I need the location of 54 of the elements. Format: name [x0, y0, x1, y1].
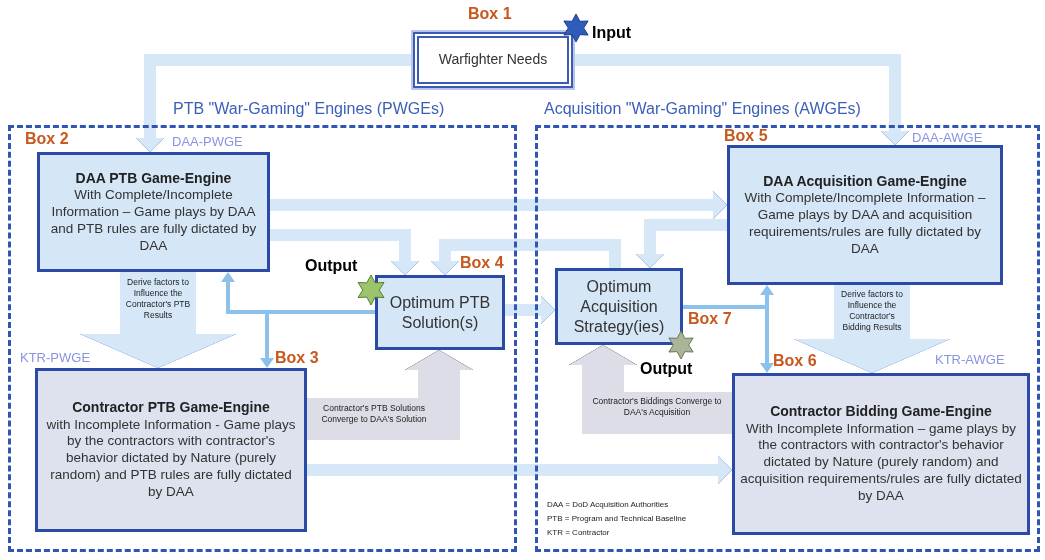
arrow	[683, 305, 774, 373]
box-text: With Complete/Incomplete Information – Game plays by DAA and acquisition requirements/rules are fully dictated by DAA	[743, 190, 987, 258]
group-heading: Acquisition "War-Gaming" Engines (AWGEs)	[544, 100, 861, 118]
block-arrow	[270, 229, 419, 275]
box-title: Contractor Bidding Game-Engine	[769, 403, 993, 421]
box-text: Optimum PTB Solution(s)	[388, 292, 492, 333]
arrow	[260, 310, 375, 368]
abbreviation-note: PTB = Program and Technical Baseline	[547, 514, 687, 523]
block-arrow	[270, 191, 727, 219]
block-arrow	[136, 54, 413, 152]
box-number: Box 6	[773, 352, 817, 370]
box-number: Box 5	[724, 127, 768, 145]
box-title: DAA PTB Game-Engine	[74, 169, 233, 187]
edge-label: Derive factors to Influence the Contractor's Bidding Results	[840, 289, 904, 334]
engine-tag: DAA-AWGE	[912, 130, 983, 145]
box-number: Box 3	[275, 349, 319, 367]
process-box	[375, 275, 505, 350]
engine-tag: DAA-PWGE	[172, 134, 243, 149]
edge-label: Contractor's Biddings Converge to DAA's Acquisition	[591, 396, 723, 419]
box-title: Contractor PTB Game-Engine	[71, 399, 271, 417]
callout-text: Output	[640, 360, 693, 378]
block-arrow	[307, 350, 473, 440]
box-number: Box 4	[460, 254, 504, 272]
box-text: With Incomplete Information – game plays by the contractors with contractor's behavior dictated by Nature (purely random) and acquisition requirements/rules are fully dictated by DAA	[739, 420, 1023, 505]
callout-text: Input	[592, 24, 632, 42]
box-number: Box 2	[25, 130, 69, 148]
block-arrow	[307, 456, 732, 484]
box-text: Warfighter Needs	[437, 51, 549, 69]
box-text: with Incomplete Information - Game plays by the contractors with contractor's behavior dictated by Nature (purely random) and PTB rules are fully dictated by DAA	[45, 416, 297, 501]
box-number: Box 7	[688, 310, 732, 328]
block-arrow	[794, 285, 950, 373]
block-arrow	[636, 219, 727, 268]
block-arrow	[431, 239, 621, 275]
box-text: With Complete/Incomplete Information – Game plays by DAA and PTB rules are fully dictated by DAA	[49, 187, 258, 255]
group-heading: PTB "War-Gaming" Engines (PWGEs)	[173, 100, 445, 118]
box-number: Box 1	[468, 5, 512, 23]
process-box	[413, 32, 573, 88]
abbreviation-note: KTR = Contractor	[547, 528, 610, 537]
block-arrow	[505, 296, 555, 324]
process-box	[732, 373, 1030, 535]
block-arrow	[573, 54, 909, 145]
box-text: Optimum Acquisition Strategy(ies)	[572, 276, 666, 337]
edge-label: Derive factors to Influence the Contractor's PTB Results	[124, 277, 192, 322]
process-box	[555, 268, 683, 345]
block-arrow	[569, 345, 732, 434]
box-title: DAA Acquisition Game-Engine	[762, 172, 968, 190]
edge-label: Contractor's PTB Solutions Converge to DAA's Solution	[320, 403, 428, 426]
process-box	[727, 145, 1003, 285]
process-box	[35, 368, 307, 532]
engine-tag: KTR-AWGE	[935, 352, 1005, 367]
process-box	[37, 152, 270, 272]
engine-tag: KTR-PWGE	[20, 350, 91, 365]
callout-text: Output	[305, 257, 358, 275]
abbreviation-note: DAA = DoD Acquisition Authorities	[547, 500, 669, 509]
